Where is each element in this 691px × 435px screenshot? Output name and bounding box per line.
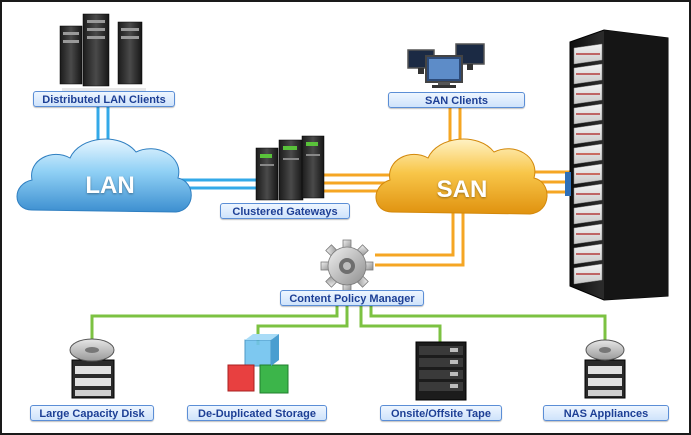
gateways-server-icon bbox=[255, 135, 325, 201]
lan-cloud-label: LAN bbox=[85, 172, 135, 199]
rack-bay-stripe bbox=[576, 253, 600, 255]
rack-bay-stripe bbox=[576, 113, 600, 115]
rack-bay-stripe bbox=[576, 273, 600, 275]
lan-cloud bbox=[16, 138, 192, 213]
lan-clients-server-icon bbox=[59, 13, 146, 91]
rack-bay-stripe bbox=[576, 153, 600, 155]
deduplicated-storage-label: De-Duplicated Storage bbox=[187, 405, 327, 421]
gear-icon bbox=[320, 239, 374, 293]
san-cloud bbox=[375, 138, 548, 215]
storage-links bbox=[90, 306, 607, 345]
large-disk-icon bbox=[69, 338, 115, 399]
san-cloud-label: SAN bbox=[436, 176, 488, 203]
distributed-lan-clients-label: Distributed LAN Clients bbox=[33, 91, 175, 107]
nas-icon bbox=[584, 339, 626, 399]
rack-bay-stripe bbox=[576, 213, 600, 215]
onsite-offsite-tape-label: Onsite/Offsite Tape bbox=[380, 405, 502, 421]
large-capacity-disk-label: Large Capacity Disk bbox=[30, 405, 154, 421]
san-clients-monitor-icon bbox=[407, 43, 485, 88]
rack-bay-stripe bbox=[576, 133, 600, 135]
rack-bay-stripe bbox=[576, 93, 600, 95]
rack-bay-stripe bbox=[576, 233, 600, 235]
rack-bay-stripe bbox=[576, 73, 600, 75]
storage-rack-icon bbox=[565, 29, 669, 301]
nas-appliances-label: NAS Appliances bbox=[543, 405, 669, 421]
tape-library-icon bbox=[415, 341, 467, 401]
rack-bay-stripe bbox=[576, 193, 600, 195]
stacked-cubes-icon bbox=[227, 334, 289, 394]
clustered-gateways-label: Clustered Gateways bbox=[220, 203, 350, 219]
rack-bay-stripe bbox=[576, 173, 600, 175]
san-clients-label: SAN Clients bbox=[388, 92, 525, 108]
content-policy-manager-label: Content Policy Manager bbox=[280, 290, 424, 306]
rack-bay-stripe bbox=[576, 53, 600, 55]
